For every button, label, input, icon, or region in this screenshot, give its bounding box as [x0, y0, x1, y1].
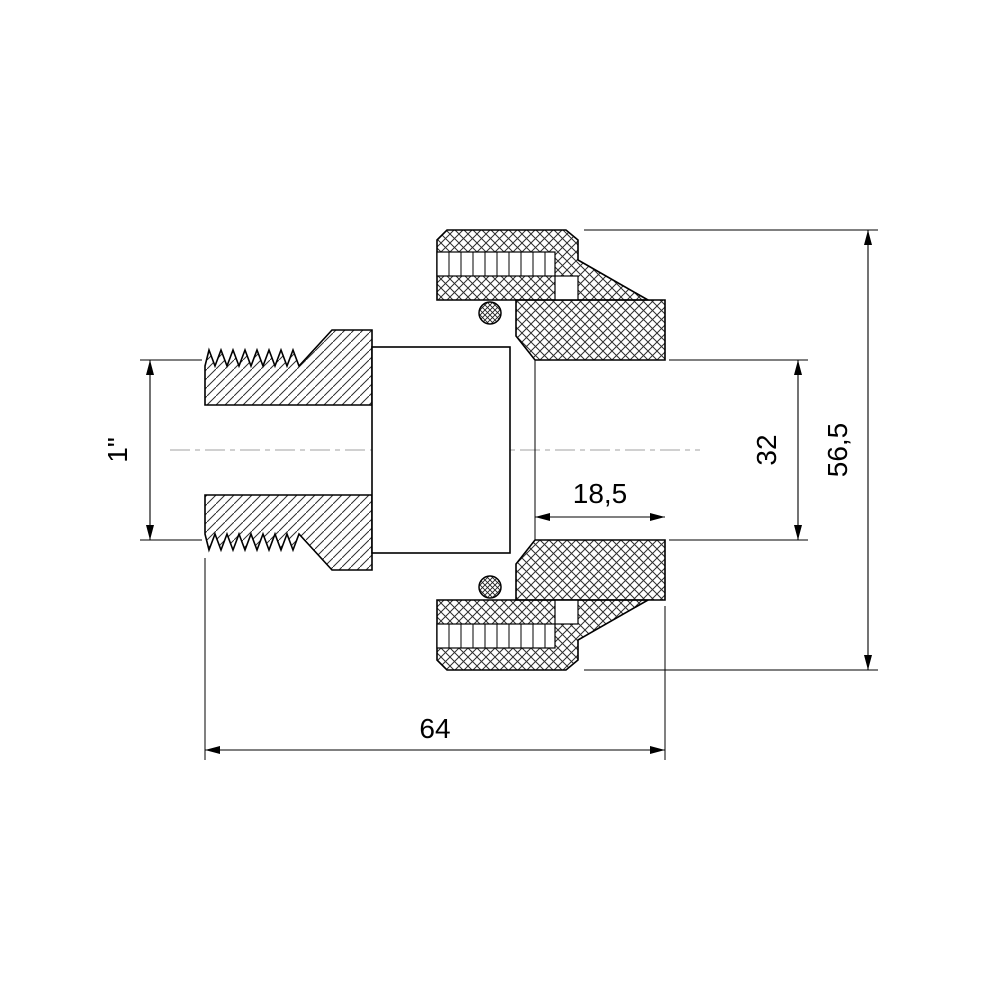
- socket-top-wall: [515, 299, 666, 361]
- socket-piece-section: [515, 299, 666, 601]
- nut-counterbore-bottom: [554, 599, 579, 625]
- male-adapter-section: [204, 329, 511, 571]
- dim-body-height-label: 56,5: [822, 423, 853, 478]
- arrowhead: [864, 655, 872, 670]
- dim-body-height: 56,5: [584, 229, 878, 671]
- nut-counterbore-top: [554, 275, 579, 301]
- arrowhead: [794, 360, 802, 375]
- dim-inner-diameter-label: 32: [751, 434, 782, 465]
- dim-thread-size-label: 1": [102, 437, 133, 463]
- arrowhead: [650, 513, 665, 521]
- arrowhead: [650, 746, 665, 754]
- union-nut-section: [436, 229, 652, 671]
- dim-overall-length-label: 64: [419, 713, 450, 744]
- dim-inner-diameter: 32: [669, 359, 808, 541]
- dim-socket-depth-label: 18,5: [573, 478, 628, 509]
- adapter-bottom-wall: [204, 494, 373, 571]
- arrowhead: [205, 746, 220, 754]
- arrowhead: [146, 360, 154, 375]
- dim-overall-length: 64: [204, 558, 666, 760]
- arrowhead: [864, 230, 872, 245]
- arrowhead: [535, 513, 550, 521]
- dim-socket-depth: 18,5: [535, 478, 665, 521]
- arrowhead: [794, 525, 802, 540]
- adapter-flange-body: [371, 346, 511, 554]
- dim-thread-size: 1": [102, 359, 202, 541]
- socket-bottom-wall: [515, 539, 666, 601]
- o-ring-bottom: [478, 575, 502, 599]
- arrowhead: [146, 525, 154, 540]
- nut-thread-engagement-top: [436, 251, 556, 277]
- nut-thread-engagement-bottom: [436, 623, 556, 649]
- o-ring-top: [478, 301, 502, 325]
- adapter-top-wall: [204, 329, 373, 406]
